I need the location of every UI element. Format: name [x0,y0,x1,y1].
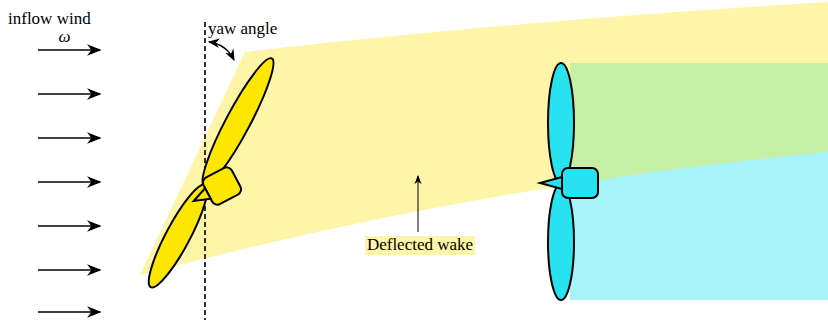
axis-label: inflow wind [8,10,91,29]
angle-label: yaw angle [208,20,277,39]
downstream-turbine [540,63,598,300]
region-label: Deflected wake [365,236,475,255]
overlap-wake [570,63,828,275]
wake-leader [418,176,419,232]
yawed-turbine [140,53,282,293]
symbol-label: ω [58,28,70,47]
inflow-arrows [38,50,100,312]
yaw-arc [209,42,234,60]
